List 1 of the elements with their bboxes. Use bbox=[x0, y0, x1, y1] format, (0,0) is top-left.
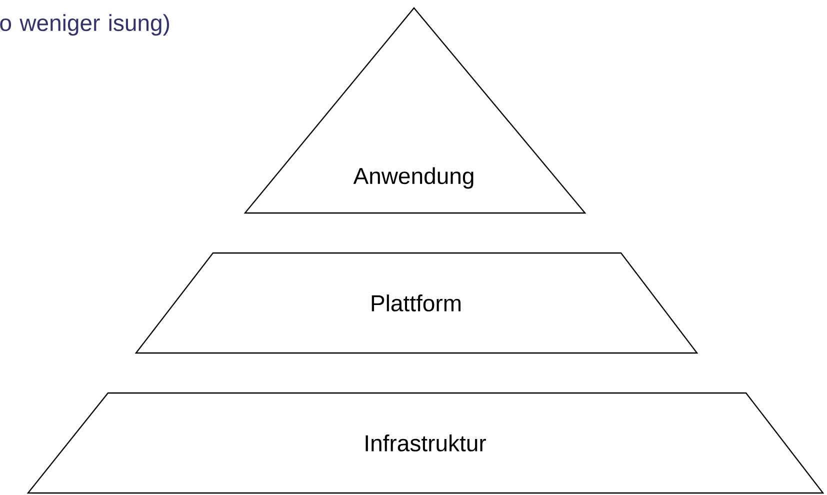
note-text: o weniger isung) bbox=[0, 14, 170, 36]
